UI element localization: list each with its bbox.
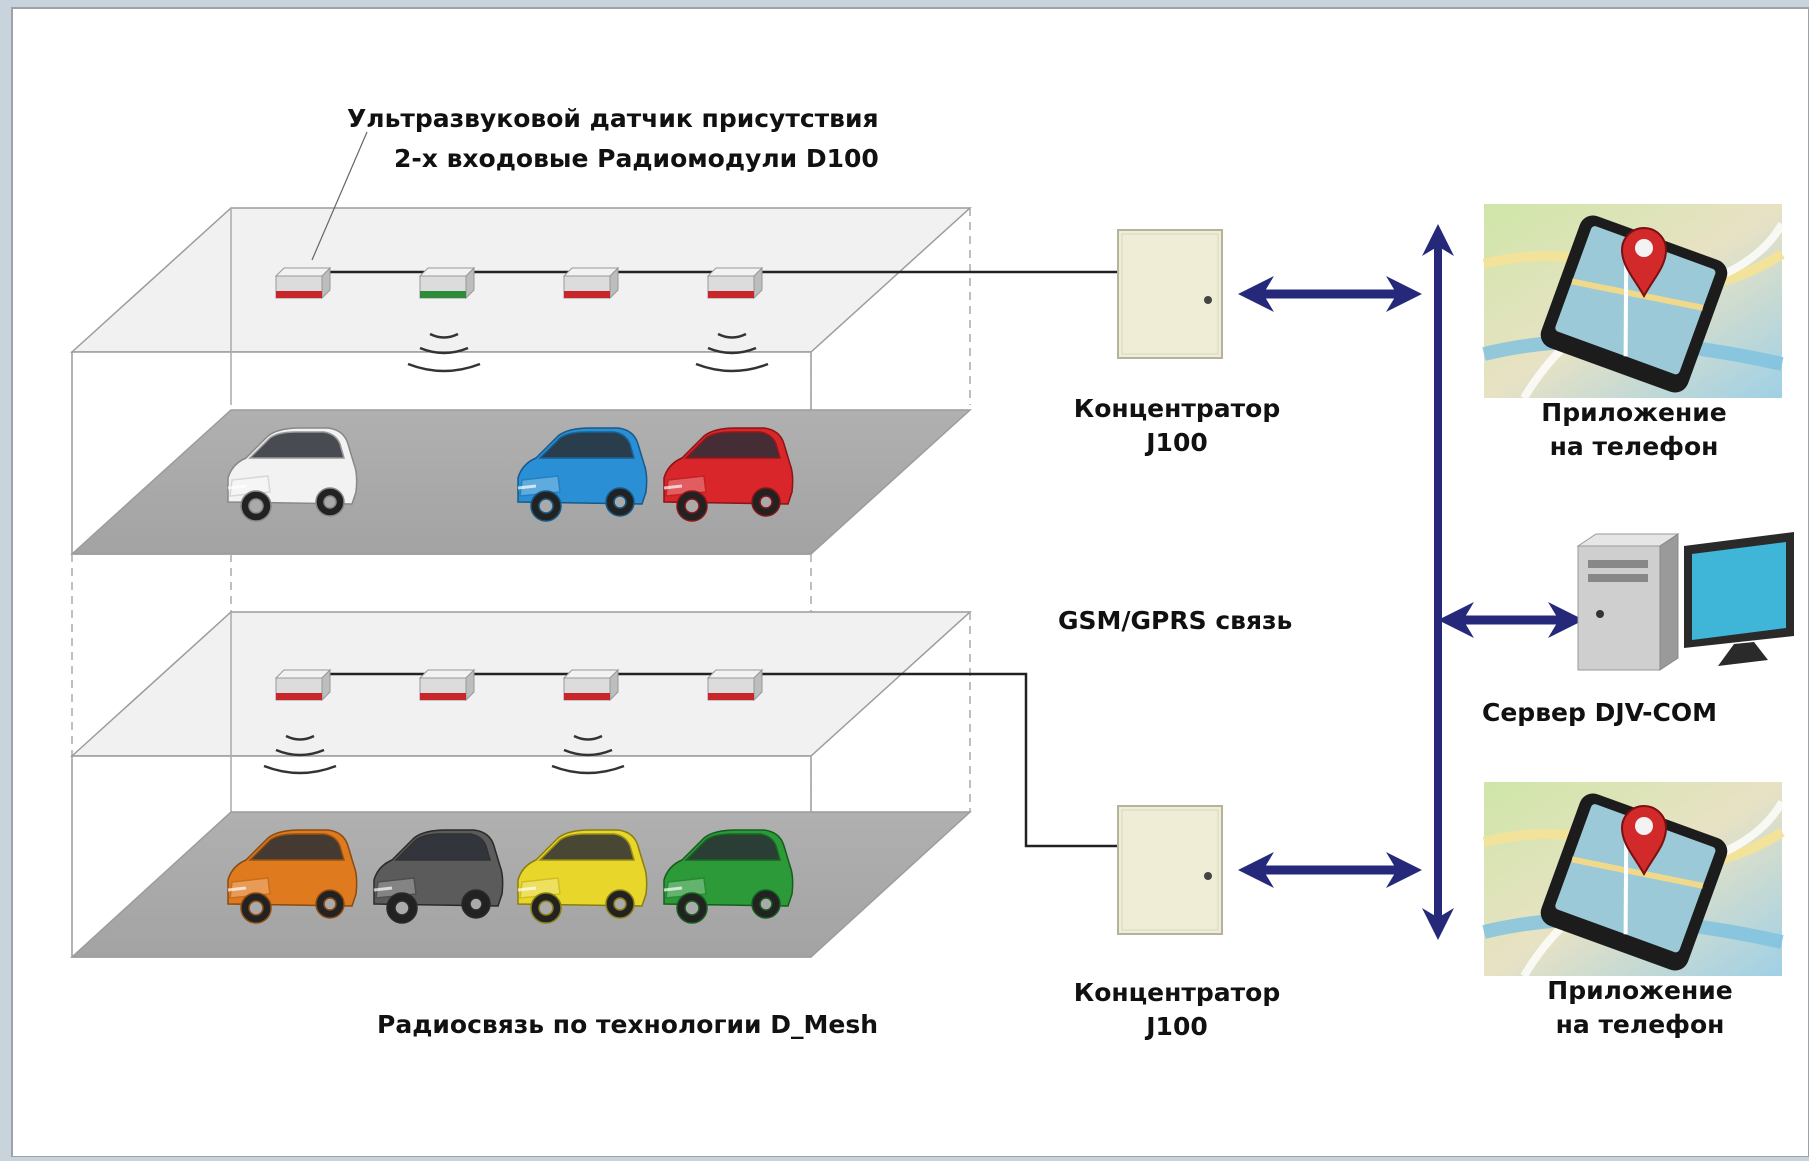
phone-map-icon xyxy=(1484,204,1782,398)
arrows xyxy=(1238,224,1584,940)
lower-ceiling xyxy=(70,611,972,757)
sensor-label: Ультразвуковой датчик присутствия 2-х вх… xyxy=(347,104,879,173)
lower-sensors xyxy=(262,669,763,775)
app-label-bottom: Приложение на телефон xyxy=(1547,976,1733,1039)
upper-ceiling xyxy=(70,207,972,353)
ultrasonic-sensor-icon xyxy=(419,669,475,701)
concentrator-box-icon xyxy=(1117,229,1223,359)
concentrator-label-bottom: Концентратор J100 xyxy=(1073,978,1281,1041)
server-label: Сервер DJV-COM xyxy=(1482,698,1718,727)
server-pc-icon xyxy=(1576,533,1680,671)
sensor-callout-line xyxy=(311,131,368,261)
app-label-top: Приложение на телефон xyxy=(1541,398,1727,461)
ultrasonic-sensor-icon xyxy=(563,267,619,299)
concentrator-box-icon xyxy=(1117,805,1223,935)
ultrasonic-sensor-icon xyxy=(707,267,763,299)
phone-map-icon xyxy=(1484,782,1782,976)
ultrasonic-sensor-icon xyxy=(563,669,619,701)
mesh-label: Радиосвязь по технологии D_Mesh xyxy=(377,1010,879,1039)
concentrator-label-top: Концентратор J100 xyxy=(1073,394,1281,457)
ultrasonic-sensor-icon xyxy=(275,267,331,299)
lower-cable xyxy=(302,672,1120,848)
ultrasonic-sensor-icon xyxy=(707,669,763,701)
ultrasonic-sensor-icon xyxy=(419,267,475,299)
ultrasonic-sensor-icon xyxy=(275,669,331,701)
gsm-label: GSM/GPRS связь xyxy=(1058,606,1293,635)
upper-sensors xyxy=(275,267,770,373)
monitor-icon xyxy=(1684,532,1794,666)
